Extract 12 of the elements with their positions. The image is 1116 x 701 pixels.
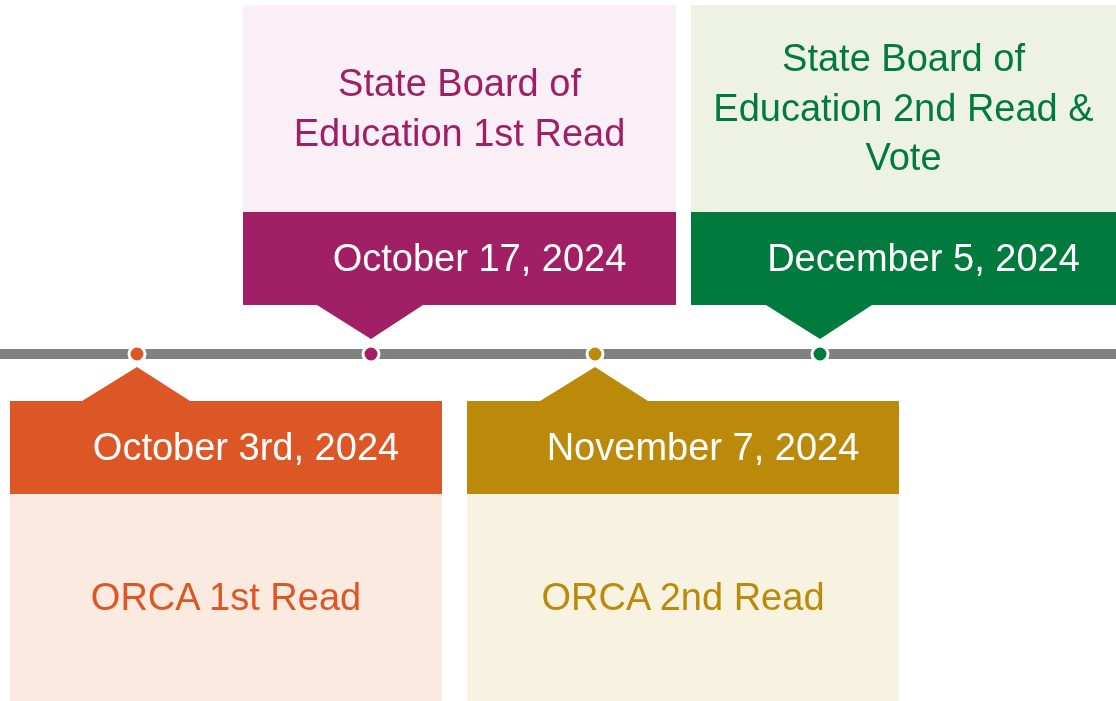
event-label: State Board of Education 2nd Read & Vote <box>712 36 1095 181</box>
timeline-callout <box>467 367 899 701</box>
timeline-callout <box>10 367 442 701</box>
timeline-callout <box>691 5 1116 339</box>
event-label: ORCA 1st Read <box>89 574 363 620</box>
timeline-callout <box>243 5 676 339</box>
date-label: October 3rd, 2024 <box>91 426 400 469</box>
date-label: December 5, 2024 <box>766 237 1080 280</box>
event-label: ORCA 2nd Read <box>540 574 826 620</box>
event-label: State Board of Education 1st Read <box>292 61 627 156</box>
date-label: November 7, 2024 <box>545 426 860 469</box>
date-label: October 17, 2024 <box>331 237 627 280</box>
